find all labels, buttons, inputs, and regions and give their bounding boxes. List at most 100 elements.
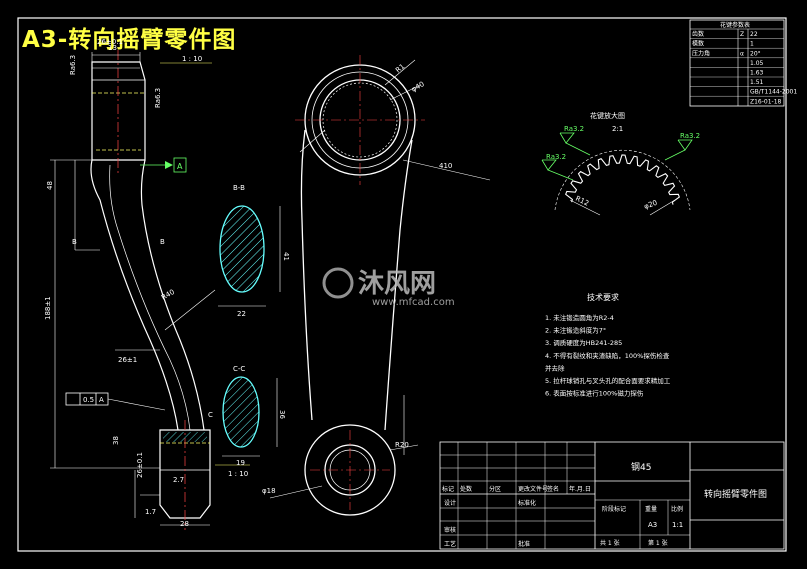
tech-item: 2. 未注锻造斜度为7° [545, 326, 606, 335]
tech-item: 1. 未注锻造圆角为R2-4 [545, 313, 614, 322]
params-cell: 1.05 [750, 60, 764, 67]
dim-roughness-top: Ra6.3 [69, 55, 77, 75]
dim-phi18: φ18 [262, 487, 276, 495]
params-cell: α [740, 50, 744, 57]
dim-r20: R20 [395, 441, 409, 449]
drawing-border [17, 17, 787, 552]
section-c: C-C 19 36 [222, 365, 286, 467]
tech-items: 1. 未注锻造圆角为R2-4 2. 未注锻造斜度为7° 3. 调质硬度为HB241-… [545, 313, 671, 398]
tolerance-value: 0.5 [83, 396, 94, 404]
dim-taper-top: 1 : 10 [182, 55, 202, 63]
tb-approve: 批准 [518, 540, 530, 548]
dim-r12: R12 [574, 195, 590, 208]
tech-item: 并去除 [545, 363, 565, 372]
tech-item: 6. 表面按标准进行100%磁力探伤 [545, 389, 644, 398]
params-cell: 20° [750, 50, 761, 57]
side-view [90, 50, 211, 530]
params-cell: Z [740, 31, 744, 38]
tech-requirements: 技术要求 1. 未注锻造圆角为R2-4 2. 未注锻造斜度为7° 3. 调质硬度为H… [545, 292, 671, 398]
side-view-dimensions [50, 52, 250, 526]
params-cell: 压力角 [692, 49, 710, 57]
tb-row-label: 签名 [547, 485, 559, 493]
params-header: 花键参数表 [720, 21, 750, 29]
tb-scale: 1:1 [672, 521, 683, 529]
dim-48: 48 [46, 181, 54, 190]
dim-36: 36 [278, 410, 286, 419]
params-cell: 1.51 [750, 79, 764, 86]
dim-r40: R40 [160, 288, 176, 302]
spline-detail: 花键放大图 2:1 R12 φ20 Ra3.2 Ra3.2 Ra3.2 [541, 111, 700, 216]
dim-2-7: 2.7 [173, 476, 184, 484]
section-mark-b-right: B [160, 238, 165, 246]
datum-a-label: A [177, 162, 183, 171]
tb-review: 审核 [444, 526, 456, 534]
roughness-1: Ra3.2 [564, 125, 584, 133]
params-cell: 齿数 [692, 30, 704, 38]
dim-phi20: φ20 [643, 199, 658, 211]
params-cell: Z16-01-18 [750, 98, 782, 105]
tb-scale-label: 比例 [671, 505, 683, 513]
spline-scale: 2:1 [612, 125, 623, 133]
section-mark-b: B [72, 238, 77, 246]
tb-sheets: 共 1 张 [600, 539, 620, 547]
tb-sheet-no: 第 1 张 [648, 539, 668, 547]
tolerance-datum: A [99, 396, 104, 404]
tb-row-labels: 标记处数 分区 更改文件号签名 年.月.日 [442, 485, 591, 493]
roughness-3: Ra3.2 [680, 132, 700, 140]
tb-weight: 重量 [645, 505, 657, 513]
dim-26: 26±0.1 [97, 38, 123, 46]
section-b: B-B 22 41 [218, 184, 290, 318]
section-b-label: B-B [233, 184, 245, 192]
front-view-leaders [164, 59, 491, 499]
tech-item: 3. 调质硬度为HB241-285 [545, 338, 622, 347]
tb-process: 工艺 [444, 540, 456, 548]
tech-item: 4. 不得有裂纹和夹渣缺陷，100%探伤检查 [545, 351, 670, 360]
spline-label: 花键放大图 [590, 111, 625, 120]
section-c-label: C-C [233, 365, 245, 373]
dim-188: 188±1 [44, 296, 52, 320]
tb-part-name: 转向摇臂零件图 [704, 488, 767, 500]
tb-row-label: 更改文件号 [518, 485, 548, 493]
tech-title: 技术要求 [587, 292, 619, 302]
dim-roughness-top-right: Ra6.3 [154, 88, 162, 108]
params-cell: GB/T1144-2001 [750, 89, 797, 96]
dim-26-bottom: 26±0.1 [136, 452, 144, 478]
tb-row-label: 分区 [489, 485, 501, 493]
dim-1-7: 1.7 [145, 508, 156, 516]
drawing-title: A3-转向摇臂零件图 [22, 27, 237, 53]
watermark: 沐风网 www.mfcad.com [322, 267, 455, 308]
watermark-brand: 沐风网 [358, 269, 436, 299]
dim-13: 13 [108, 44, 117, 52]
tb-row-label: 处数 [460, 485, 472, 493]
tech-item: 5. 拉杆球销孔与叉头孔的配合面要求精加工 [545, 376, 671, 385]
front-view [295, 55, 425, 516]
params-cell: 模数 [692, 40, 704, 48]
dim-19: 19 [236, 459, 245, 467]
dim-28: 28 [180, 520, 189, 528]
dim-410: 410 [439, 162, 452, 170]
dim-26-mid: 26±1 [118, 356, 137, 364]
tb-size: A3 [648, 521, 657, 529]
params-cell: 1 [750, 41, 754, 48]
tb-row-label: 年.月.日 [569, 485, 591, 493]
dim-22: 22 [237, 310, 246, 318]
dim-41: 41 [282, 252, 290, 261]
tb-material: 钢45 [631, 461, 651, 473]
params-cell: 22 [750, 31, 758, 38]
roughness-2: Ra3.2 [546, 153, 566, 161]
dim-taper-bottom: 1 : 10 [228, 470, 248, 478]
datum-a-box: A [140, 157, 187, 173]
tb-row-label: 标记 [442, 485, 454, 493]
tb-standard: 标准化 [518, 499, 536, 507]
watermark-url: www.mfcad.com [372, 297, 455, 308]
section-mark-c: C [208, 411, 213, 419]
dim-phi40: φ40 [410, 80, 426, 94]
dim-38: 38 [112, 436, 120, 445]
title-block [439, 441, 785, 550]
dim-r1: R1 [394, 62, 406, 74]
tolerance-frame: 0.5 A [65, 392, 166, 411]
